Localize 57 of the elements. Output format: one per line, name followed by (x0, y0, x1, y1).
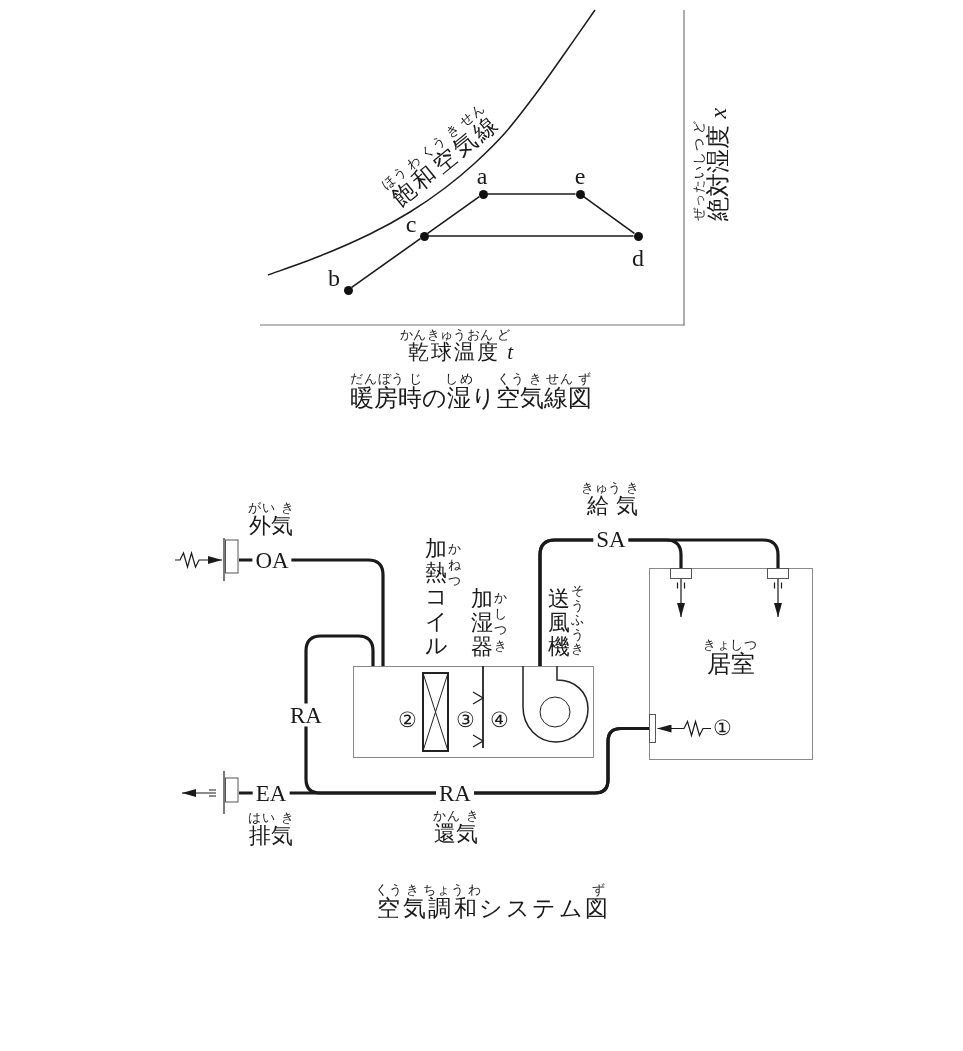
airflow-arrow (174, 550, 223, 570)
airflow-arrow (656, 719, 712, 738)
point-letter: b (328, 266, 340, 290)
furigana: だんぼう じ (350, 371, 422, 386)
process-line (427, 235, 635, 237)
axis-title: 乾球温度 t (408, 342, 516, 363)
callout-number: ③ (455, 709, 475, 731)
airflow-label: 排気 (249, 825, 293, 847)
exhaust-grille (223, 771, 239, 814)
furigana: かしつき (494, 590, 507, 654)
fan-symbol (522, 666, 589, 744)
process-line (486, 193, 577, 195)
figure-caption: 空気調和システム図 (377, 897, 611, 920)
furigana: きょしつ (703, 636, 757, 652)
process-line (350, 237, 422, 289)
duct-line (538, 538, 780, 666)
furigana: くう き せん ず (497, 371, 591, 386)
airflow-label: 外気 (249, 515, 293, 537)
air-handler-casing (353, 666, 594, 758)
room-label: 居室 (706, 651, 755, 676)
airflow-label: 還気 (434, 823, 478, 845)
supply-diffuser (669, 567, 692, 579)
room-box (649, 568, 813, 760)
furigana: かんきゅうおん ど (400, 327, 510, 342)
furigana: きゅう き (581, 480, 639, 495)
heating-coil-symbol (422, 672, 449, 752)
component-label: 送風機 (548, 587, 570, 660)
return-grille (648, 713, 656, 743)
point-letter: c (405, 212, 417, 236)
furigana: かん き (433, 808, 479, 823)
furigana: くう き ちょう わ (375, 882, 481, 897)
airflow-arrow (676, 578, 686, 618)
furigana: ぜったいしつ ど (690, 120, 706, 220)
supply-diffuser (766, 567, 789, 579)
callout-number: ④ (489, 709, 509, 731)
furigana: はい き (248, 810, 294, 825)
axis-title: 絶対湿度 x (705, 107, 730, 220)
callout-number: ② (397, 709, 417, 731)
furigana: かねつ (448, 541, 461, 589)
furigana: そうふうき (571, 584, 584, 657)
furigana: がい き (248, 500, 294, 515)
component-label: 加熱コイル (425, 537, 447, 658)
callout-number: ① (710, 717, 734, 740)
airflow-arrow (181, 789, 217, 797)
airflow-label: 給気 (587, 495, 645, 517)
furigana: しめ (445, 371, 473, 386)
figure-caption: 暖房時の湿り空気線図 (350, 386, 592, 410)
airflow-arrow (773, 578, 783, 618)
component-label: 加湿器 (471, 587, 493, 660)
intake-grille (223, 538, 239, 581)
point-letter: e (574, 164, 586, 188)
point-letter: d (632, 246, 644, 270)
duct-label: RA (287, 703, 325, 727)
process-line (426, 195, 481, 235)
point-letter: a (476, 164, 488, 188)
furigana: ず (592, 882, 605, 897)
process-line (582, 195, 636, 235)
